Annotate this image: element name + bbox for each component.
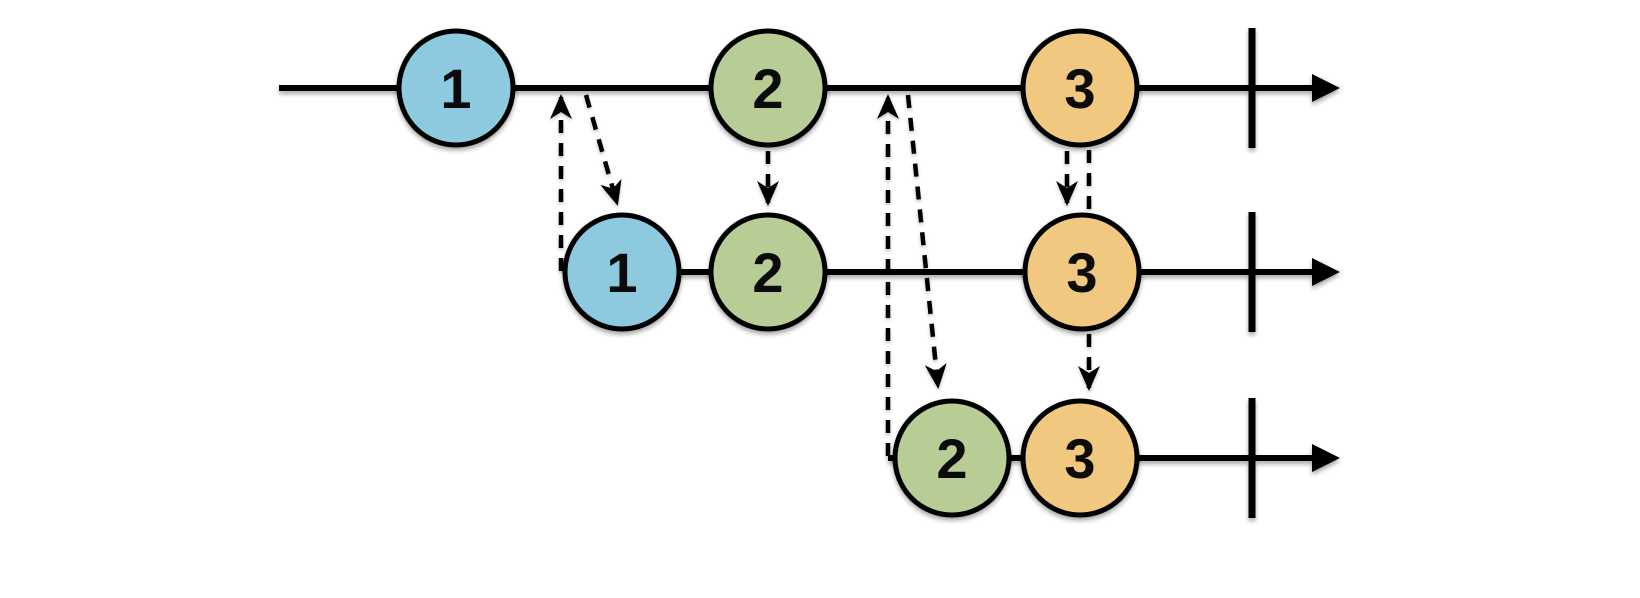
deliver-2-to-observer-2-arrow xyxy=(905,94,947,389)
marble-observer1-2: 2 xyxy=(708,212,828,332)
marble-label: 3 xyxy=(1064,427,1095,490)
marble-source-2: 2 xyxy=(708,28,828,148)
marble-observer2-3: 3 xyxy=(1020,398,1140,518)
marble-label: 3 xyxy=(1066,241,1097,304)
observer-1-timeline-arrowhead-icon xyxy=(1312,258,1340,286)
marble-label: 2 xyxy=(936,427,967,490)
source-timeline-arrowhead-icon xyxy=(1312,74,1340,102)
marble-source-3: 3 xyxy=(1020,28,1140,148)
marble-label: 2 xyxy=(752,241,783,304)
marble-label: 1 xyxy=(440,57,471,120)
event-marbles: 1 2 3 1 2 3 xyxy=(396,28,1142,518)
marble-label: 1 xyxy=(606,241,637,304)
marble-label: 3 xyxy=(1064,57,1095,120)
marble-observer2-2: 2 xyxy=(892,398,1012,518)
timeline-observer-1 xyxy=(566,212,1340,332)
marble-observer1-3: 3 xyxy=(1022,212,1142,332)
observer-2-timeline-arrowhead-icon xyxy=(1312,444,1340,472)
marble-label: 2 xyxy=(752,57,783,120)
marble-observer1-1: 1 xyxy=(562,212,682,332)
deliver-1-to-observer-1-arrow xyxy=(583,94,622,206)
marble-source-1: 1 xyxy=(396,28,516,148)
